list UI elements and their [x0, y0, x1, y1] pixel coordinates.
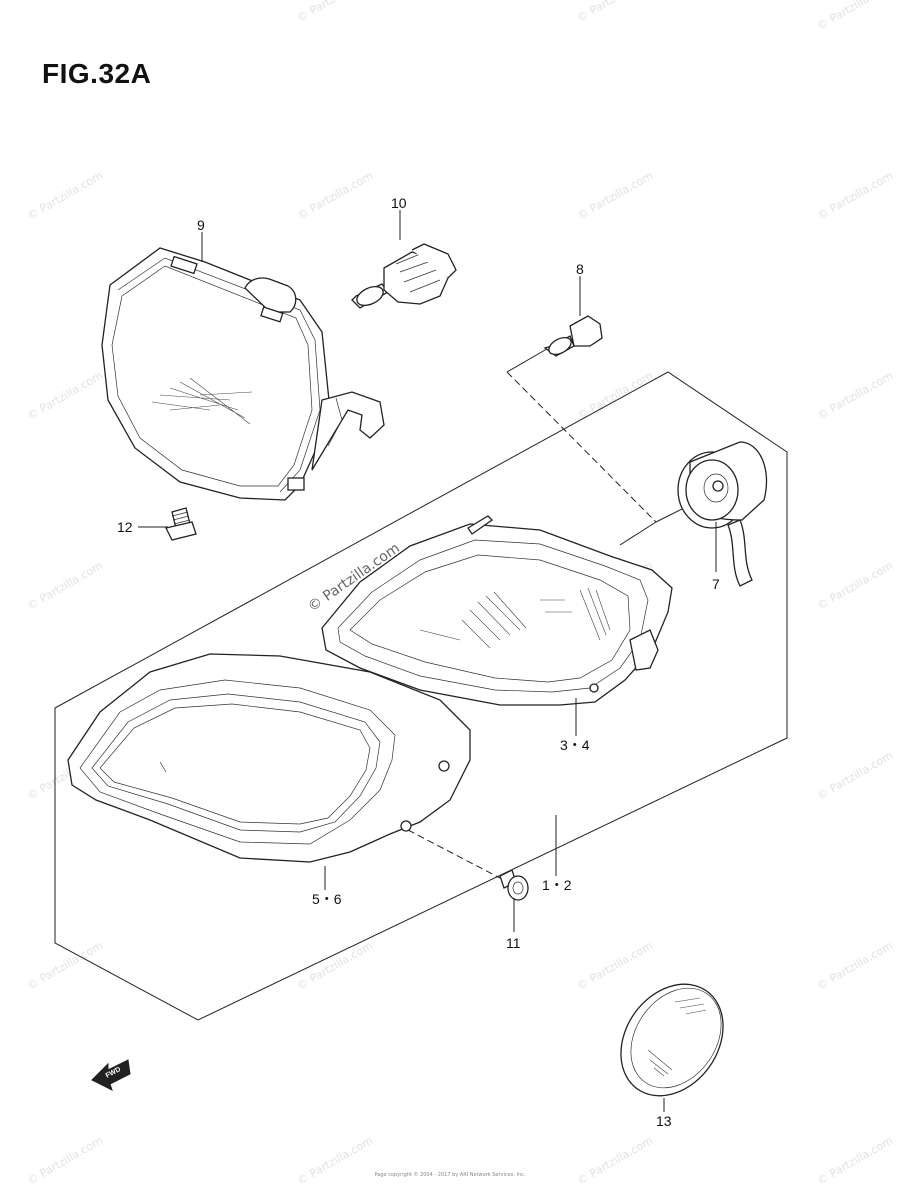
- part-8-wedge-bulb: [543, 315, 603, 357]
- callout-5-6: 5・6: [312, 891, 342, 907]
- assembly-frame: [54, 371, 788, 1021]
- callout-12: 12: [117, 519, 133, 535]
- part-11-screw: [499, 869, 529, 901]
- callout-9: 9: [197, 217, 205, 233]
- watermark-text: © Partzilla.com: [815, 169, 895, 223]
- part-9-headlight-unit: [101, 247, 385, 501]
- watermark-text: © Partzilla.com: [815, 1134, 895, 1188]
- copyright-text: Page copyright © 2004 - 2017 by ARI Netw…: [374, 1172, 526, 1178]
- leader-line-bulb-8: [506, 345, 553, 373]
- part-5-6-headlight-rim: [67, 653, 471, 863]
- copyright-notice: Page copyright © 2004 - 2017 by ARI Netw…: [300, 1172, 600, 1178]
- watermark-text: © Partzilla.com: [25, 1134, 105, 1188]
- watermark-text: © Partzilla.com: [25, 559, 105, 613]
- watermark-text: © Partzilla.com: [815, 0, 895, 33]
- callout-13: 13: [656, 1113, 672, 1129]
- watermark-text: © Partzilla.com: [575, 0, 655, 25]
- watermark-text: © Partzilla.com: [815, 939, 895, 993]
- watermark-text: © Partzilla.com: [815, 559, 895, 613]
- part-10-halogen-bulb: [351, 243, 457, 309]
- watermark-text: © Partzilla.com: [25, 169, 105, 223]
- part-13-reflector: [620, 983, 724, 1097]
- watermark-text: © Partzilla.com: [295, 0, 375, 25]
- watermark-text: © Partzilla.com: [575, 1134, 655, 1188]
- fwd-arrow-icon: FWD: [91, 1059, 131, 1091]
- dashed-guide-screw-11: [407, 829, 501, 879]
- part-3-4-headlight-housing: [321, 515, 673, 706]
- callout-1-2: 1・2: [542, 877, 572, 893]
- figure-title: FIG.32A: [42, 58, 152, 89]
- callout-10: 10: [391, 195, 407, 211]
- watermark-text: © Partzilla.com: [295, 169, 375, 223]
- watermark-text: © Partzilla.com: [25, 369, 105, 423]
- callout-11: 11: [506, 935, 521, 951]
- leader-line-socket-7b: [619, 521, 657, 546]
- watermark-text: © Partzilla.com: [25, 939, 105, 993]
- watermark-text: © Partzilla.com: [295, 1134, 375, 1188]
- callout-8: 8: [576, 261, 584, 277]
- callout-leaders: [138, 210, 717, 1112]
- part-7-bulb-socket: [677, 441, 768, 587]
- dashed-guide-bulb-8: [506, 371, 657, 523]
- watermark-text: © Partzilla.com: [815, 749, 895, 803]
- watermark-text: © Partzilla.com: [575, 939, 655, 993]
- callout-7: 7: [712, 576, 720, 592]
- callout-3-4: 3・4: [560, 737, 590, 753]
- watermark-text: © Partzilla.com: [295, 939, 375, 993]
- watermark-text: © Partzilla.com: [815, 369, 895, 423]
- watermark-text: © Partzilla.com: [575, 369, 655, 423]
- watermark-text: © Partzilla.com: [575, 169, 655, 223]
- part-12-screw: [165, 507, 197, 541]
